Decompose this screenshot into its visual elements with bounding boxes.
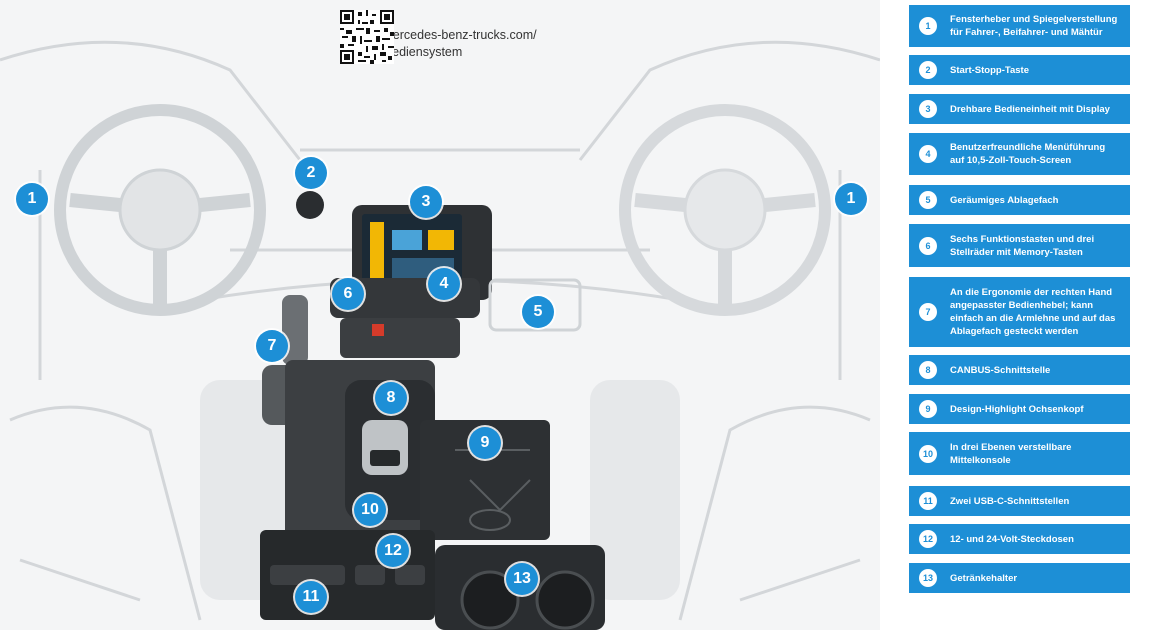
legend-label: Drehbare Bedieneinheit mit Display [950,103,1110,115]
legend-item-10[interactable]: 10 In drei Ebenen verstellbare Mittelkon… [909,432,1130,475]
qr-code-icon[interactable] [340,10,394,64]
legend-item-5[interactable]: 5 Geräumiges Ablagefach [909,185,1130,215]
legend-item-3[interactable]: 3 Drehbare Bedieneinheit mit Display [909,94,1130,124]
legend-number: 12 [919,530,937,548]
legend-item-4[interactable]: 4 Benutzerfreundliche Menüführung auf 10… [909,133,1130,175]
legend-number: 2 [919,61,937,79]
legend-label: Geräumiges Ablagefach [950,194,1059,206]
legend-label: Zwei USB-C-Schnittstellen [950,495,1070,507]
marker-13[interactable]: 13 [506,563,538,595]
marker-3[interactable]: 3 [410,186,442,218]
legend-item-9[interactable]: 9 Design-Highlight Ochsenkopf [909,394,1130,424]
marker-1-right[interactable]: 1 [835,183,867,215]
marker-7[interactable]: 7 [256,330,288,362]
legend-number: 10 [919,444,937,463]
legend-number: 1 [919,17,937,35]
legend-label: In drei Ebenen verstellbare Mittelkonsol… [950,441,1072,466]
legend-label: An die Ergonomie der rechten Hand angepa… [950,287,1116,337]
legend-label: Getränkehalter [950,572,1018,584]
legend-item-12[interactable]: 12 12- und 24-Volt-Steckdosen [909,524,1130,554]
marker-9[interactable]: 9 [469,427,501,459]
legend-number: 3 [919,100,937,118]
legend-item-11[interactable]: 11 Zwei USB-C-Schnittstellen [909,486,1130,516]
marker-1-left[interactable]: 1 [16,183,48,215]
legend-item-6[interactable]: 6 Sechs Funktionstasten und drei Stellrä… [909,224,1130,267]
legend-label: Fensterheber und Spiegelverstellung für … [950,14,1118,38]
legend-item-13[interactable]: 13 Getränkehalter [909,563,1130,593]
cab-interior-illustration: Mehr auf: special.mercedes-benz-trucks.c… [0,0,880,630]
marker-8[interactable]: 8 [375,382,407,414]
legend-item-1[interactable]: 1 Fensterheber und Spiegelverstellung fü… [909,5,1130,47]
cab-drawing [0,40,880,630]
qr-block: Mehr auf: special.mercedes-benz-trucks.c… [340,10,537,64]
legend-number: 13 [919,569,937,587]
legend-number: 6 [919,236,937,255]
marker-6[interactable]: 6 [332,278,364,310]
marker-4[interactable]: 4 [428,268,460,300]
legend-number: 4 [919,145,937,163]
legend-item-7[interactable]: 7 An die Ergonomie der rechten Hand ange… [909,277,1130,347]
legend-label: Design-Highlight Ochsenkopf [950,403,1084,415]
legend-number: 11 [919,492,937,510]
legend-label: Start-Stopp-Taste [950,64,1029,76]
legend-number: 9 [919,400,937,418]
legend-number: 8 [919,361,937,379]
marker-2[interactable]: 2 [295,157,327,189]
marker-5[interactable]: 5 [522,296,554,328]
legend-number: 5 [919,191,937,209]
marker-10[interactable]: 10 [354,494,386,526]
legend-number: 7 [919,303,937,321]
marker-12[interactable]: 12 [377,535,409,567]
legend-label: CANBUS-Schnittstelle [950,364,1051,376]
legend-label: 12- und 24-Volt-Steckdosen [950,533,1074,545]
legend-label: Benutzerfreundliche Menüführung auf 10,5… [950,142,1106,166]
legend-item-8[interactable]: 8 CANBUS-Schnittstelle [909,355,1130,385]
legend-label: Sechs Funktionstasten und drei Stellräde… [950,233,1095,258]
legend-item-2[interactable]: 2 Start-Stopp-Taste [909,55,1130,85]
marker-11[interactable]: 11 [295,581,327,613]
